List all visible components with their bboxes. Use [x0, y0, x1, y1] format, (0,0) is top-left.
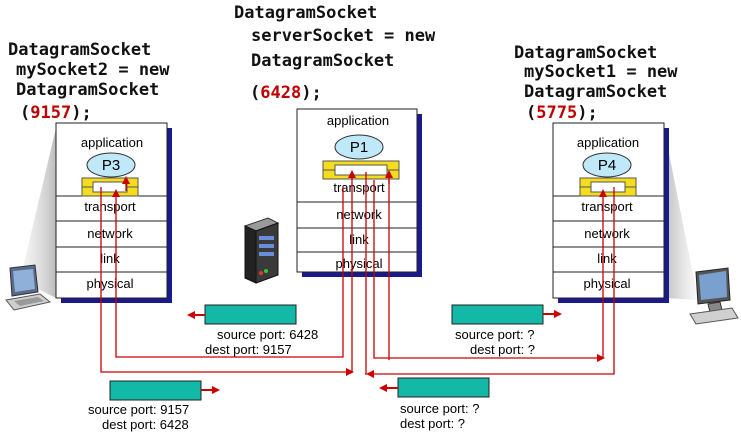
svg-text:(6428);: (6428);: [250, 83, 322, 103]
svg-text:DatagramSocket: DatagramSocket: [514, 43, 657, 63]
svg-text:mySocket1 = new: mySocket1 = new: [524, 62, 678, 82]
layer-network: network: [336, 207, 382, 222]
layer-link: link: [349, 232, 369, 247]
layer-application: application: [327, 113, 389, 128]
socket-icon: [579, 177, 637, 197]
segment-source-port: source port: ?: [400, 401, 480, 416]
svg-text:DatagramSocket: DatagramSocket: [524, 82, 667, 102]
layer-network: network: [87, 226, 133, 241]
segment-dest-port: dest port: 9157: [205, 342, 292, 357]
layer-transport: transport: [581, 199, 633, 214]
segment-dest-port: dest port: ?: [470, 342, 535, 357]
layer-application: application: [81, 135, 143, 150]
svg-text:(5775);: (5775);: [526, 103, 598, 123]
path-server-to-left: [112, 187, 344, 358]
datagram-paths: [100, 170, 615, 378]
right-host-beam: [664, 128, 698, 300]
layer-link: link: [597, 251, 617, 266]
segment-source-port: source port: ?: [455, 327, 535, 342]
socket-icon: [322, 160, 400, 180]
left-protocol-stack: application P3 transport network link ph…: [55, 122, 172, 303]
svg-text:DatagramSocket: DatagramSocket: [8, 40, 151, 60]
layer-application: application: [577, 135, 639, 150]
process-label: P4: [598, 157, 616, 174]
layer-physical: physical: [584, 276, 631, 291]
socket-icon: [81, 177, 139, 197]
process-p4: [582, 152, 632, 178]
left-host-beam: [20, 128, 56, 298]
layer-link: link: [100, 251, 120, 266]
layer-transport: transport: [84, 199, 136, 214]
process-p3: [86, 152, 136, 178]
right-protocol-stack: application P4 transport network link ph…: [552, 122, 669, 303]
path-right-to-server: [366, 187, 615, 378]
svg-text:mySocket2 = new: mySocket2 = new: [16, 60, 170, 80]
right-socket-code: DatagramSocket mySocket1 = new DatagramS…: [514, 43, 678, 123]
segment-bottom-right: source port: ? dest port: ?: [379, 377, 490, 431]
segment-center-right: source port: ? dest port: ?: [451, 304, 562, 357]
port-number: 5775: [536, 103, 577, 123]
server-icon: [243, 217, 280, 284]
svg-text:serverSocket = new: serverSocket = new: [251, 26, 436, 46]
segment-center-left: source port: 6428 dest port: 9157: [187, 304, 318, 357]
process-p1: [334, 134, 384, 160]
segment-bottom-left: source port: 9157 dest port: 6428: [88, 380, 220, 432]
layer-physical: physical: [87, 276, 134, 291]
path-server-to-right: [373, 180, 605, 362]
process-label: P1: [350, 139, 368, 156]
layer-physical: physical: [336, 256, 383, 271]
left-socket-code: DatagramSocket mySocket2 = new DatagramS…: [8, 40, 170, 123]
center-socket-code: DatagramSocket serverSocket = new Datagr…: [234, 3, 436, 103]
segment-source-port: source port: 6428: [217, 327, 318, 342]
process-label: P3: [102, 157, 120, 174]
desktop-computer-icon: [689, 267, 739, 325]
center-protocol-stack: application P1 transport network link ph…: [296, 108, 422, 277]
port-number: 9157: [30, 103, 71, 123]
layer-network: network: [584, 226, 630, 241]
svg-text:DatagramSocket: DatagramSocket: [234, 3, 377, 23]
path-left-to-server: [100, 187, 354, 376]
layer-transport: transport: [333, 180, 385, 195]
segment-dest-port: dest port: ?: [400, 416, 465, 431]
segment-source-port: source port: 9157: [88, 402, 189, 417]
svg-text:DatagramSocket: DatagramSocket: [251, 51, 394, 71]
laptop-icon: [5, 264, 52, 311]
port-number: 6428: [260, 83, 301, 103]
segment-dest-port: dest port: 6428: [102, 417, 189, 432]
svg-text:DatagramSocket: DatagramSocket: [16, 80, 159, 100]
svg-text:(9157);: (9157);: [20, 103, 92, 123]
